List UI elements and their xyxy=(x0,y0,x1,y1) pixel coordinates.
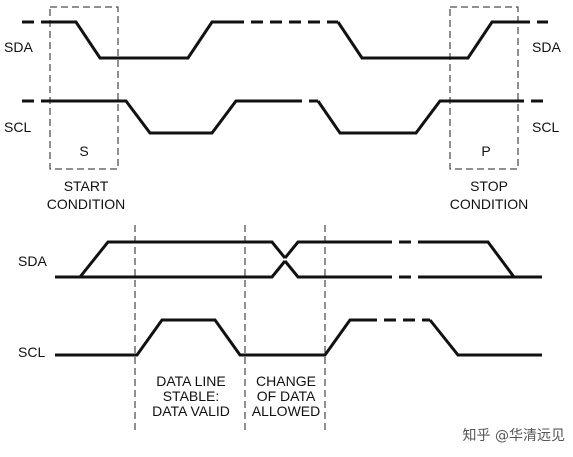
change-caption-line-3: ALLOWED xyxy=(252,403,320,419)
bottom-sda-waveform xyxy=(55,240,542,279)
stop-caption-line-2: CONDITION xyxy=(450,196,529,212)
stop-condition-box xyxy=(449,6,519,170)
top-scl-label-left: SCL xyxy=(4,119,31,135)
data-valid-caption-line-2: STABLE: xyxy=(163,388,220,404)
change-caption-line-1: CHANGE xyxy=(256,373,316,389)
top-scl-waveform xyxy=(22,99,548,135)
top-scl-label-right: SCL xyxy=(532,119,559,135)
start-caption-line-1: START xyxy=(64,178,109,194)
bottom-scl-label: SCL xyxy=(18,344,45,360)
top-sda-label-left: SDA xyxy=(4,39,33,55)
bottom-scl-waveform xyxy=(55,318,542,357)
start-caption-line-2: CONDITION xyxy=(47,196,126,212)
bottom-guides xyxy=(134,225,326,432)
watermark: 知乎 @华清远见 xyxy=(463,427,565,444)
start-box-label: S xyxy=(79,143,88,159)
change-caption-line-2: OF DATA xyxy=(257,388,316,404)
data-valid-caption-line-1: DATA LINE xyxy=(156,373,226,389)
stop-box-label: P xyxy=(481,143,490,159)
top-sda-waveform xyxy=(22,20,548,60)
bottom-sda-label: SDA xyxy=(18,253,47,269)
stop-caption-line-1: STOP xyxy=(470,178,508,194)
start-condition-box xyxy=(49,6,119,170)
data-valid-caption-line-3: DATA VALID xyxy=(152,403,230,419)
top-sda-label-right: SDA xyxy=(532,39,561,55)
